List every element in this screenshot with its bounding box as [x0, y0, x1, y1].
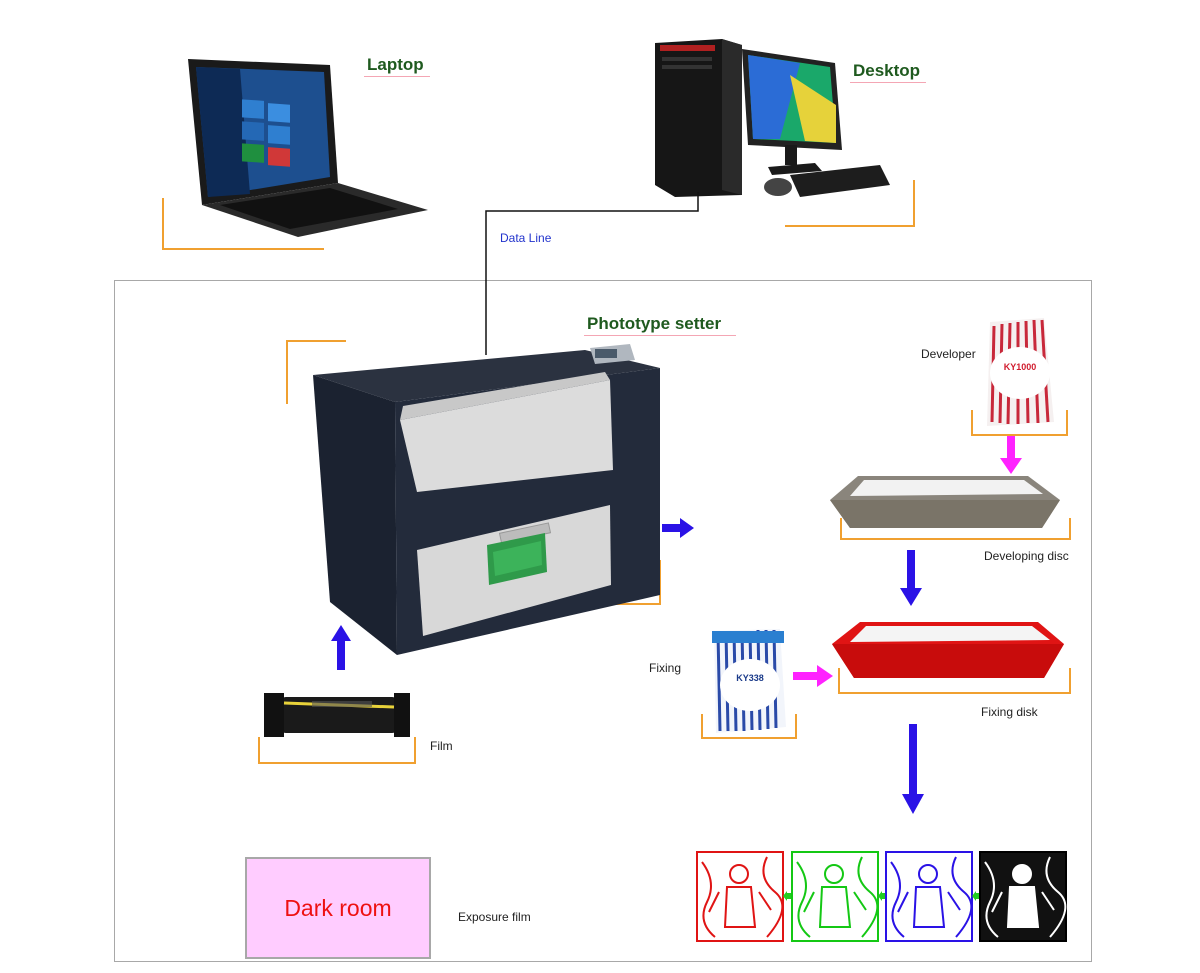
phototype-setter-label-underline — [584, 335, 736, 336]
exposure-film-label: Exposure film — [458, 910, 531, 924]
laptop-label: Laptop — [367, 55, 424, 74]
arrow-fixing-to-disk — [793, 665, 833, 687]
developer-bag-text: KY1000 — [1004, 362, 1037, 372]
developing-disc-label: Developing disc — [984, 549, 1069, 563]
arrow-fixing-to-output — [902, 724, 924, 814]
desktop-image — [655, 39, 890, 197]
fixing-disk-bracket — [838, 668, 1071, 694]
data-line-label: Data Line — [500, 231, 552, 245]
system-frame — [114, 280, 1092, 962]
separation-green — [791, 851, 879, 942]
developer-label: Developer — [921, 347, 976, 361]
phototype-setter-machine — [313, 344, 660, 655]
developer-bracket — [971, 410, 1068, 436]
desktop-bracket — [785, 180, 915, 227]
separation-red — [696, 851, 784, 942]
developing-tray-image — [830, 476, 1060, 528]
fixing-bag-image: KY338 — [712, 629, 786, 733]
arrow-setter-to-developing — [662, 518, 694, 538]
setter-bracket-top-left — [286, 340, 346, 404]
fixing-label: Fixing — [649, 661, 682, 675]
desktop-label: Desktop — [853, 61, 921, 80]
developer-bag-image: KY1000 — [987, 318, 1054, 426]
separation-blue — [885, 851, 973, 942]
phototype-setter-label: Phototype setter — [587, 314, 722, 333]
laptop-label-underline — [364, 76, 430, 77]
arrow-developer-to-disc — [1000, 436, 1022, 474]
film-label: Film — [430, 739, 453, 753]
fixing-disk-label: Fixing disk — [981, 705, 1038, 719]
laptop-bracket — [162, 198, 324, 250]
separation-black — [979, 851, 1067, 942]
fixing-tray-image — [832, 622, 1064, 678]
dark-room-box: Dark room — [245, 857, 431, 959]
arrow-green-red — [783, 891, 793, 901]
fixing-bag-text: KY338 — [736, 673, 764, 683]
developing-disc-bracket — [840, 518, 1071, 540]
film-bracket — [258, 737, 416, 764]
dark-room-label: Dark room — [284, 894, 392, 921]
arrow-developing-to-fixing — [900, 550, 922, 606]
film-roll-image — [264, 693, 410, 737]
desktop-label-underline — [850, 82, 926, 83]
arrow-film-to-setter — [331, 625, 351, 670]
fixing-bracket — [701, 714, 797, 739]
laptop-image — [188, 59, 428, 237]
